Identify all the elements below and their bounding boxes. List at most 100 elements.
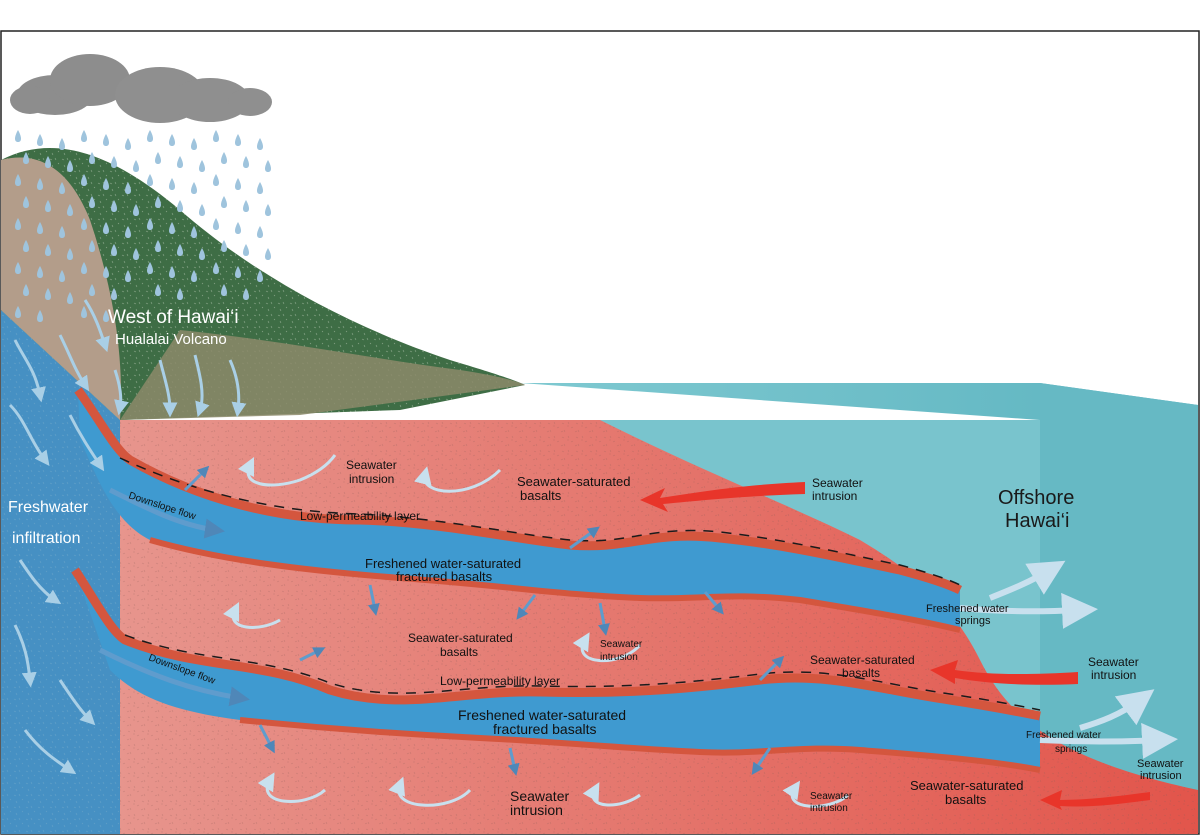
freshened-1a: Freshened water-saturated: [365, 556, 521, 571]
raindrop-icon: [125, 270, 131, 282]
raindrop-icon: [103, 310, 109, 322]
raindrop-icon: [191, 182, 197, 194]
raindrop-icon: [257, 270, 263, 282]
raindrop-icon: [103, 178, 109, 190]
raindrop-icon: [81, 262, 87, 274]
volcano-lower-slope: [120, 330, 525, 420]
upper-aquifer-base: [149, 537, 961, 633]
raindrop-icon: [81, 130, 87, 142]
rain-cloud-icon: [10, 54, 272, 123]
freshwater-label-2: infiltration: [12, 530, 80, 547]
raindrop-icon: [89, 240, 95, 252]
raindrop-icon: [169, 178, 175, 190]
offshore-label-1: Offshore: [998, 487, 1074, 509]
sw-saturated-bottom-1: Seawater-saturated: [910, 778, 1023, 793]
raindrop-icon: [199, 160, 205, 172]
raindrop-icon: [37, 178, 43, 190]
raindrop-icon: [199, 204, 205, 216]
raindrop-icon: [89, 196, 95, 208]
lower-aquifer: [75, 570, 1040, 770]
raindrop-icon: [125, 182, 131, 194]
raindrop-icon: [45, 244, 51, 256]
intrusion-arrow-icon: [640, 482, 1150, 810]
sw-saturated-bottom-2: basalts: [945, 792, 987, 807]
raindrop-icon: [89, 284, 95, 296]
raindrop-icon: [213, 174, 219, 186]
raindrop-icon: [103, 134, 109, 146]
flow-arrow-icon: [959, 560, 1178, 759]
raindrop-icon: [111, 156, 117, 168]
volcano-brown-face: [1, 157, 121, 420]
sw-intrusion-right-1: Seawater: [812, 476, 863, 490]
raindrop-icon: [213, 262, 219, 274]
raindrop-icon: [15, 218, 21, 230]
raindrop-icon: [15, 130, 271, 322]
raindrop-icon: [221, 196, 227, 208]
sw-intrusion-small-2: intrusion: [810, 803, 848, 814]
raindrop-icon: [155, 240, 161, 252]
upper-low-permeability-layer: [74, 387, 963, 595]
sw-saturated-mid-2: basalts: [440, 645, 478, 659]
raindrop-icon: [265, 160, 271, 172]
raindrop-icon: [23, 196, 29, 208]
sw-intrusion-small-1: Seawater: [810, 791, 853, 802]
sw-intrusion-top-2: intrusion: [349, 472, 394, 486]
raindrop-icon: [23, 152, 29, 164]
raindrop-icon: [15, 262, 21, 274]
region-west-label: West of Hawai‘i: [108, 307, 239, 328]
raindrop-icon: [213, 130, 219, 142]
sw-intrusion-right2-1: Seawater: [1088, 655, 1139, 669]
raindrop-icon: [67, 248, 73, 260]
raindrop-icon: [81, 174, 87, 186]
raindrop-icon: [169, 222, 175, 234]
raindrop-icon: [177, 200, 183, 212]
sw-intrusion-top-1: Seawater: [346, 458, 397, 472]
offshore-label-2: Hawai‘i: [1005, 510, 1069, 532]
raindrop-icon: [111, 244, 117, 256]
freshened-2a: Freshened water-saturated: [458, 707, 626, 723]
raindrop-icon: [81, 306, 87, 318]
circulation-arrow-icon: [222, 454, 850, 808]
raindrop-icon: [59, 182, 65, 194]
raindrop-icon: [221, 240, 227, 252]
raindrop-icon: [147, 262, 153, 274]
raindrop-icon: [59, 226, 65, 238]
ocean-side: [1040, 383, 1198, 800]
springs-2a: Freshened water: [1026, 730, 1102, 741]
raindrop-icon: [177, 288, 183, 300]
raindrop-icon: [257, 138, 263, 150]
raindrop-icon: [235, 178, 241, 190]
raindrop-icon: [169, 134, 175, 146]
raindrop-icon: [125, 226, 131, 238]
raindrop-icon: [265, 204, 271, 216]
flow-arrow-icon: [8, 299, 110, 775]
sw-saturated-right-2: basalts: [842, 666, 880, 680]
raindrop-icon: [221, 152, 227, 164]
springs-1b: springs: [955, 615, 991, 627]
raindrop-icon: [243, 244, 249, 256]
raindrop-icon: [235, 222, 241, 234]
sw-intrusion-bottom-1: Seawater: [510, 788, 569, 804]
raindrop-icon: [257, 226, 263, 238]
raindrop-icon: [147, 218, 153, 230]
flow-arrow-icon: [113, 354, 247, 418]
raindrop-icon: [191, 138, 197, 150]
raindrop-icon: [133, 204, 139, 216]
sw-saturated-right-1: Seawater-saturated: [810, 653, 915, 667]
raindrop-icon: [37, 134, 43, 146]
raindrop-icon: [221, 284, 227, 296]
raindrop-icon: [67, 160, 73, 172]
raindrop-icon: [59, 270, 65, 282]
raindrop-icon: [45, 288, 51, 300]
sw-saturated-mid-1: Seawater-saturated: [408, 631, 513, 645]
raindrop-icon: [177, 244, 183, 256]
raindrop-icon: [155, 196, 161, 208]
raindrop-icon: [103, 222, 109, 234]
raindrop-icon: [257, 182, 263, 194]
raindrop-icon: [199, 248, 205, 260]
raindrop-icon: [147, 174, 153, 186]
sw-intrusion-right2-2: intrusion: [1091, 668, 1136, 682]
volcano-label: Hualalai Volcano: [115, 331, 227, 348]
raindrop-icon: [111, 200, 117, 212]
raindrop-icon: [235, 266, 241, 278]
